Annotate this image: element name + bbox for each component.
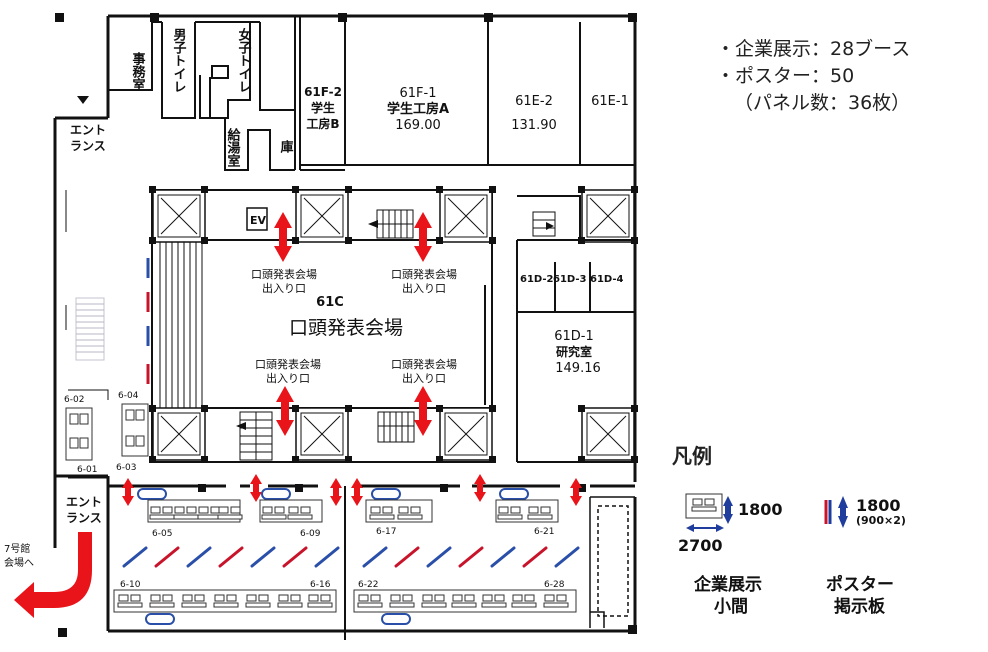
room-61f2-id: 61F-2: [304, 85, 342, 99]
hall-entry-label-se-2: 出入り口: [402, 371, 446, 385]
left-corridor: [65, 190, 109, 479]
hall-61c-id: 61C: [316, 295, 344, 310]
entrance-1-line2: ランス: [70, 139, 106, 153]
mens-toilet-label: 男子トイレ: [171, 28, 187, 93]
kitchen-label: 給湯室: [225, 127, 241, 168]
entrance-1-line1: エント: [70, 123, 106, 137]
entrance-2-line2: ランス: [66, 511, 102, 525]
poster-boards-east: [362, 546, 580, 568]
legend-booth-symbol: [685, 493, 733, 532]
hall-entry-label-sw-2: 出入り口: [266, 371, 310, 385]
legend-poster-label-2: 掲示板: [834, 597, 885, 617]
east-stairs: [532, 211, 556, 237]
legend-poster-symbol: [824, 496, 848, 528]
to-building-7-arrow: [14, 532, 92, 618]
exhibition-entry-arrows: [122, 474, 582, 506]
room-61d3-label: 61D-3: [553, 274, 587, 285]
storage-label: 庫: [278, 139, 294, 154]
poster-boards-west: [122, 546, 340, 568]
stairs-lower-right: [377, 411, 415, 443]
hall-61c-tiered-seating: [154, 241, 205, 409]
room-61e1-id: 61E-1: [591, 94, 629, 109]
room-61e2-area: 131.90: [511, 118, 557, 133]
hall-entry-label-sw-1: 口頭発表会場: [255, 357, 321, 371]
entrance-2-line1: エント: [66, 495, 102, 509]
room-61d1-area: 149.16: [555, 361, 601, 376]
hall-entry-label-nw-1: 口頭発表会場: [251, 267, 317, 281]
room-61f2-line3: 工房B: [306, 116, 339, 131]
booth-6-01-label: 6-01: [77, 465, 97, 475]
booth-6-10-label: 6-10: [120, 580, 141, 590]
hall-entry-label-se-1: 口頭発表会場: [391, 357, 457, 371]
hall-entry-arrows: [274, 212, 432, 436]
stairs-upper-right-arrow: [368, 220, 378, 228]
legend-booth-depth: 1800: [738, 500, 783, 519]
elevator-label: EV: [250, 214, 267, 227]
hall-entry-label-ne-1: 口頭発表会場: [391, 267, 457, 281]
room-61d4-label: 61D-4: [590, 274, 624, 285]
legend-booth-label-1: 企業展示: [694, 575, 762, 595]
booth-6-17-label: 6-17: [376, 527, 396, 537]
booth-6-22-label: 6-22: [358, 580, 378, 590]
summary-panel-count: （パネル数：36枚）: [734, 92, 911, 114]
booth-6-04-label: 6-04: [118, 391, 139, 401]
booth-group-west: [65, 403, 149, 461]
east-rooms: [516, 195, 635, 463]
left-stairs: [75, 297, 105, 361]
office-label: 事務室: [130, 51, 146, 92]
hall-entry-label-ne-2: 出入り口: [402, 281, 446, 295]
summary-poster-count: ・ポスター：50: [716, 65, 855, 87]
room-61e2-id: 61E-2: [515, 94, 553, 109]
room-61d1-name: 研究室: [556, 344, 592, 359]
room-61f1-id: 61F-1: [400, 86, 437, 101]
hall-entry-label-nw-2: 出入り口: [262, 281, 306, 295]
display-capsules: [137, 488, 529, 625]
entrance-down-arrow: [77, 96, 89, 104]
booth-row-se: [353, 589, 577, 613]
booth-6-16-label: 6-16: [310, 580, 331, 590]
booth-6-09-label: 6-09: [300, 529, 321, 539]
legend-booth-label-2: 小間: [714, 597, 748, 617]
booth-6-02-label: 6-02: [64, 395, 84, 405]
to-building-7-line2: 会場へ: [4, 556, 34, 569]
exhibit-summary: ・企業展示：28ブース ・ポスター：50 （パネル数：36枚）: [716, 36, 910, 117]
north-rooms: [107, 16, 635, 171]
booth-row-sw: [113, 589, 337, 613]
summary-booth-count: ・企業展示：28ブース: [716, 38, 911, 60]
booth-row-nw: [147, 499, 323, 523]
room-61d2-label: 61D-2: [520, 274, 554, 285]
east-stairs-arrow: [546, 222, 554, 230]
elevator-box: [246, 207, 268, 231]
room-61d1-id: 61D-1: [554, 329, 594, 344]
booth-6-28-label: 6-28: [544, 580, 565, 590]
room-61f1-area: 169.00: [395, 118, 441, 133]
legend-booth-width: 2700: [678, 536, 723, 555]
column-corner-dots: [149, 186, 638, 463]
legend-poster-height: 1800: [856, 496, 901, 515]
exhibition-hall-east-room: [589, 496, 635, 628]
room-61f2-line2: 学生: [311, 100, 335, 115]
legend-title: 凡例: [672, 444, 712, 468]
room-61f1-name-b: 学生工房A: [387, 101, 449, 117]
booth-6-05-label: 6-05: [152, 529, 172, 539]
stairs-upper-right: [376, 209, 414, 239]
womens-toilet-label: 女子トイレ: [236, 27, 252, 93]
booth-row-ne: [365, 499, 559, 523]
booth-6-03-label: 6-03: [116, 463, 136, 473]
booth-6-21-label: 6-21: [534, 527, 554, 537]
legend-poster-label-1: ポスター: [826, 575, 894, 595]
stairs-lower-left-arrow: [236, 422, 246, 430]
building-walls: [53, 14, 637, 640]
hall-61c-name: 口頭発表会場: [289, 317, 403, 339]
to-building-7-line1: 7号館: [4, 542, 30, 555]
legend-poster-size: (900×2): [856, 514, 906, 527]
stairs-lower-left: [239, 411, 273, 461]
